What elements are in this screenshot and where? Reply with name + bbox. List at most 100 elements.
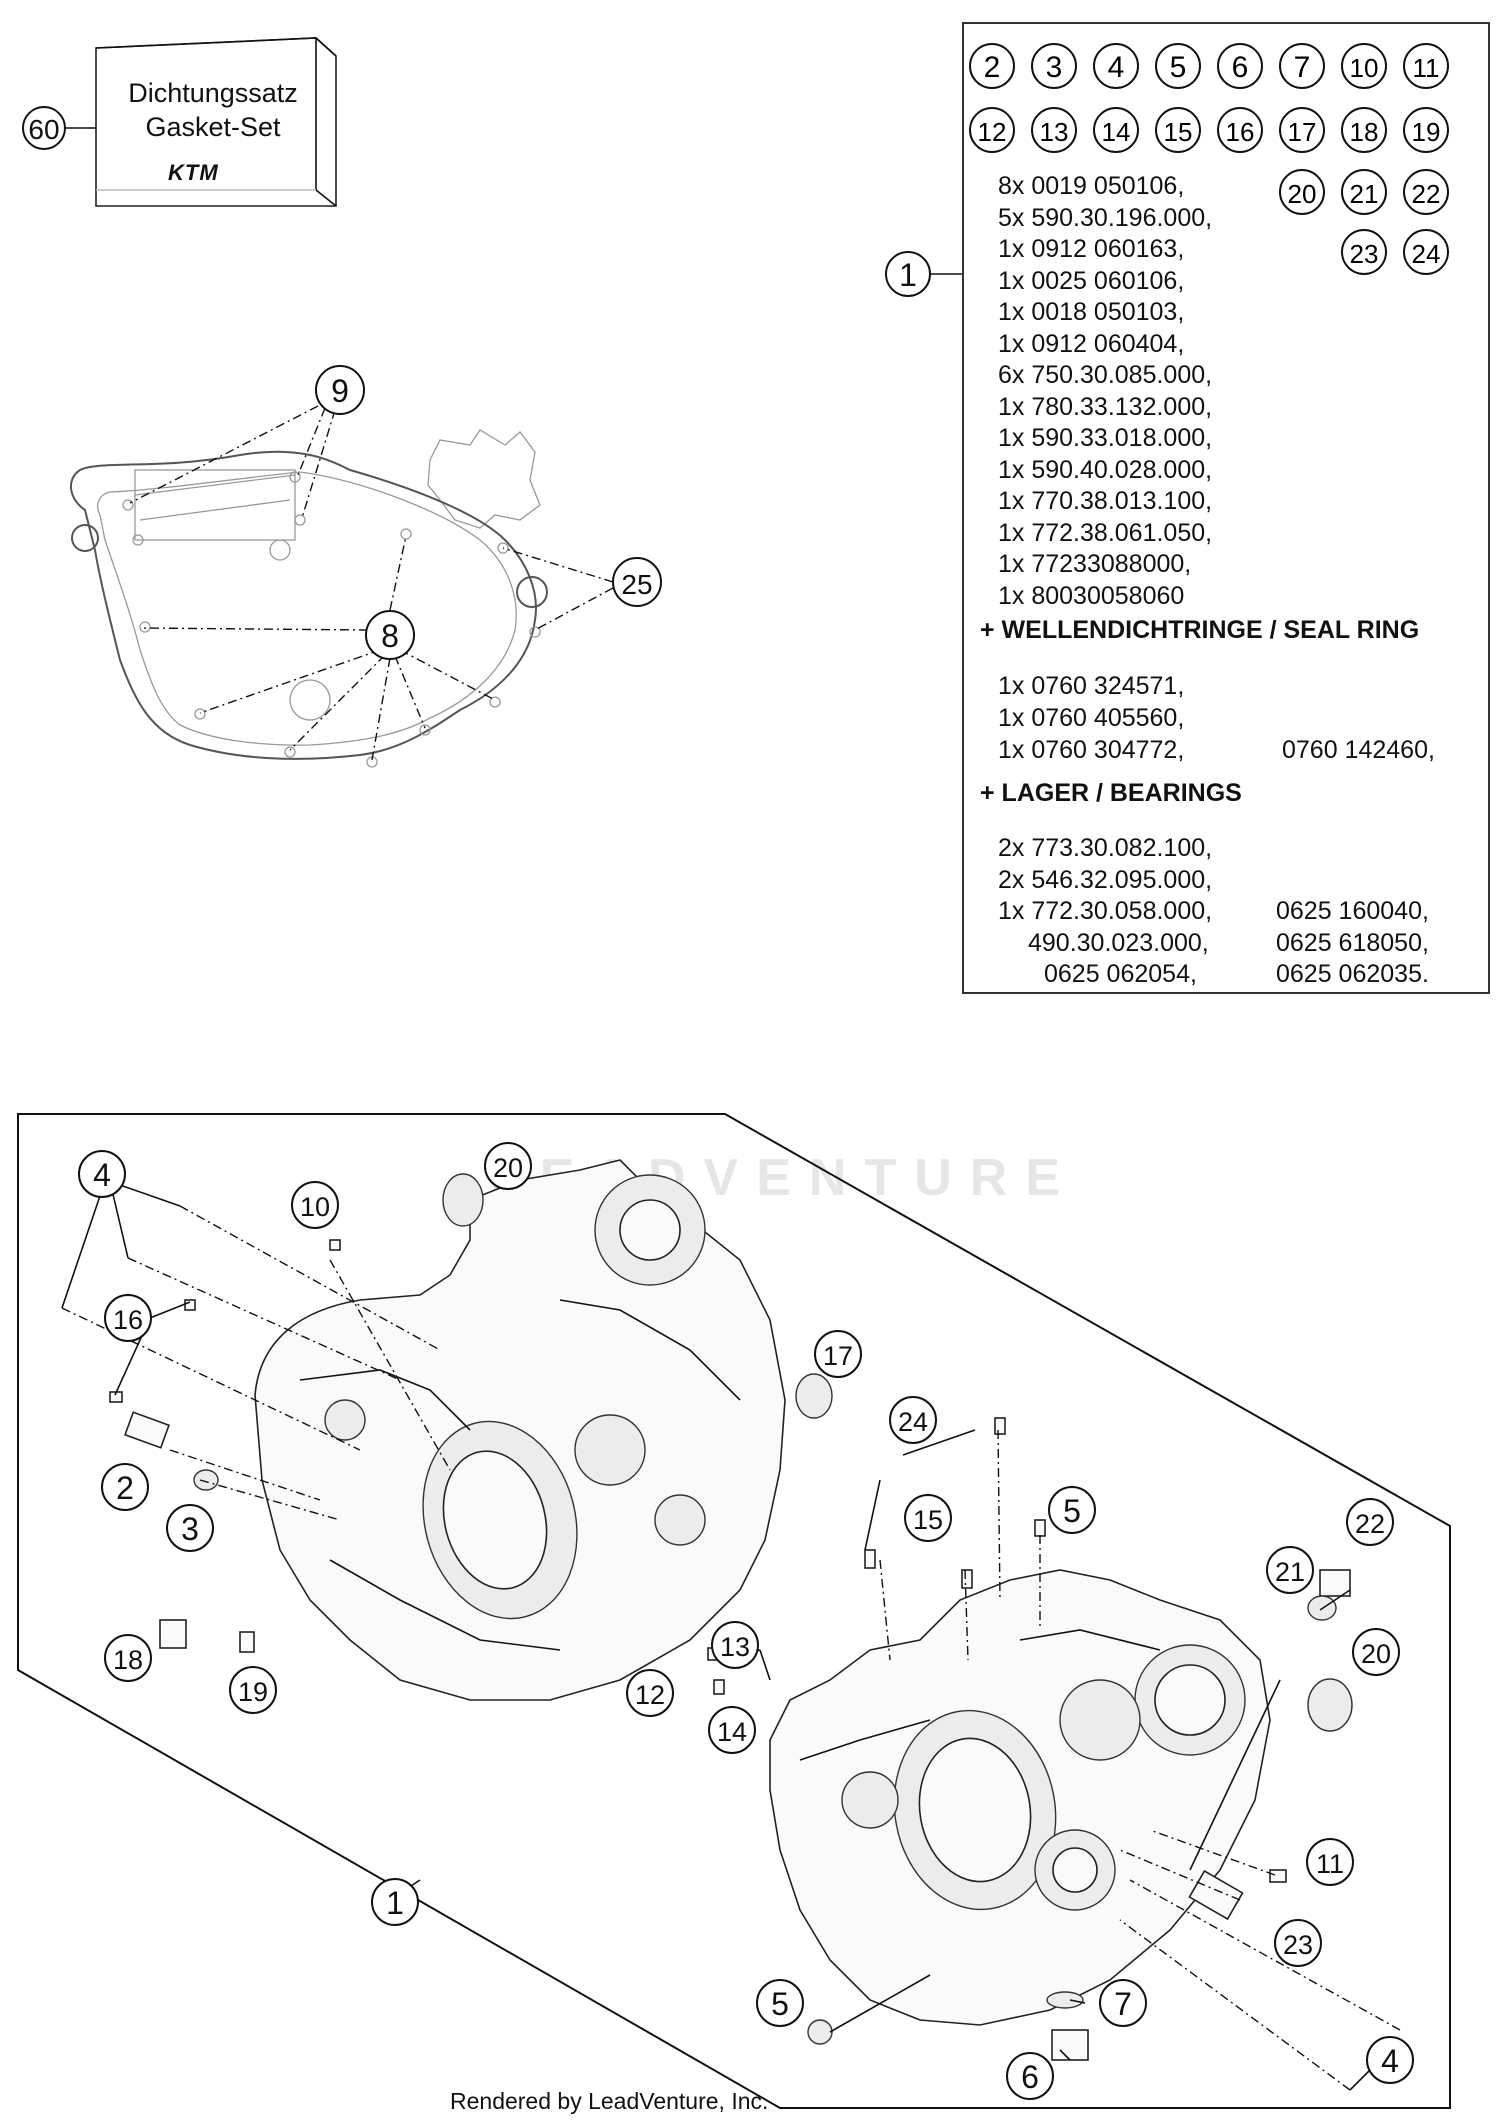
ref-number-19: 19 — [1403, 107, 1449, 153]
svg-text:24: 24 — [898, 1407, 928, 1437]
callout-19: 19 — [229, 1666, 277, 1714]
ref-number-14: 14 — [1093, 107, 1139, 153]
svg-text:18: 18 — [113, 1645, 143, 1675]
left-crankcase-half — [254, 1159, 786, 1701]
callout-2: 2 — [101, 1463, 149, 1511]
bearing-item-3: 490.30.023.000, — [1028, 928, 1209, 957]
callout-5-top: 5 — [1048, 1486, 1096, 1534]
callout-5-bottom: 5 — [756, 1979, 804, 2027]
svg-text:5: 5 — [771, 1986, 789, 2022]
svg-text:17: 17 — [1288, 117, 1317, 147]
svg-text:10: 10 — [300, 1192, 330, 1222]
bearing-extra-item-1: 0625 618050, — [1276, 928, 1429, 957]
svg-text:19: 19 — [238, 1677, 268, 1707]
svg-text:3: 3 — [181, 1511, 199, 1547]
parts-item-13: 1x 80030058060 — [998, 581, 1185, 610]
ref-number-15: 15 — [1155, 107, 1201, 153]
bearing-item-4: 0625 062054, — [1044, 960, 1197, 988]
ref-number-4: 4 — [1093, 43, 1139, 89]
svg-text:20: 20 — [1361, 1639, 1391, 1669]
parts-item-8: 1x 590.33.018.000, — [998, 424, 1213, 452]
ref-number-23: 23 — [1341, 229, 1387, 275]
svg-text:22: 22 — [1412, 179, 1441, 209]
bearing-extra-item-2: 0625 062035. — [1276, 960, 1429, 988]
ref-number-21: 21 — [1341, 169, 1387, 215]
svg-text:1: 1 — [386, 1885, 404, 1921]
callout-3: 3 — [166, 1504, 214, 1552]
svg-text:13: 13 — [1040, 117, 1069, 147]
callout-20-top: 20 — [484, 1142, 532, 1190]
svg-text:1: 1 — [899, 257, 917, 293]
parts-item-6: 6x 750.30.085.000, — [998, 361, 1213, 389]
svg-text:16: 16 — [113, 1305, 143, 1335]
svg-text:4: 4 — [93, 1157, 111, 1193]
svg-text:23: 23 — [1350, 239, 1379, 269]
svg-text:6: 6 — [1232, 51, 1249, 84]
svg-text:5: 5 — [1170, 51, 1187, 84]
svg-text:60: 60 — [28, 114, 59, 145]
ref-number-6: 6 — [1217, 43, 1263, 89]
ref-number-16: 16 — [1217, 107, 1263, 153]
svg-text:7: 7 — [1294, 51, 1311, 84]
seal-ring-heading: + WELLENDICHTRINGE / SEAL RING — [980, 616, 1420, 644]
right-crankcase-half — [769, 1569, 1271, 2026]
parts-item-9: 1x 590.40.028.000, — [998, 455, 1213, 484]
svg-text:20: 20 — [493, 1153, 523, 1183]
svg-text:7: 7 — [1114, 1986, 1132, 2022]
svg-text:13: 13 — [720, 1632, 750, 1662]
svg-text:9: 9 — [331, 373, 349, 409]
callout-20-right: 20 — [1352, 1628, 1400, 1676]
callout-21: 21 — [1266, 1546, 1314, 1594]
ref-number-3: 3 — [1031, 43, 1077, 89]
callout-24: 24 — [889, 1396, 937, 1444]
callout-14: 14 — [708, 1706, 756, 1754]
seal-item-1: 1x 0760 405560, — [998, 704, 1185, 732]
svg-text:24: 24 — [1412, 239, 1441, 269]
svg-text:6: 6 — [1021, 2059, 1039, 2095]
parts-item-10: 1x 770.38.013.100, — [998, 487, 1213, 515]
ref-number-12: 12 — [969, 107, 1015, 153]
svg-text:12: 12 — [635, 1680, 665, 1710]
svg-text:3: 3 — [1046, 51, 1063, 84]
callout-8: 8 — [365, 610, 415, 660]
svg-text:23: 23 — [1283, 1930, 1313, 1960]
callout-18: 18 — [104, 1634, 152, 1682]
callout-15: 15 — [904, 1494, 952, 1542]
callout-25: 25 — [612, 557, 662, 607]
bearings-heading: + LAGER / BEARINGS — [980, 779, 1242, 807]
parts-item-11: 1x 772.38.061.050, — [998, 518, 1213, 547]
rendered-by-footer: Rendered by LeadVenture, Inc. — [450, 2088, 769, 2114]
bearing-item-0: 2x 773.30.082.100, — [998, 834, 1213, 862]
svg-text:21: 21 — [1350, 179, 1379, 209]
ref-number-7: 7 — [1279, 43, 1325, 89]
gasket-set-label-en: Gasket-Set — [145, 112, 281, 142]
parts-item-2: 1x 0912 060163, — [998, 235, 1185, 263]
seal-item-0: 1x 0760 324571, — [998, 672, 1185, 700]
callout-4-top: 4 — [78, 1150, 126, 1198]
callout-60: 60 — [22, 106, 96, 150]
callout-9: 9 — [315, 365, 365, 415]
ref-number-17: 17 — [1279, 107, 1325, 153]
svg-text:2: 2 — [116, 1470, 134, 1506]
ref-number-10: 10 — [1341, 43, 1387, 89]
svg-text:4: 4 — [1108, 51, 1125, 84]
svg-text:11: 11 — [1413, 53, 1440, 83]
callout-12: 12 — [626, 1669, 674, 1717]
parts-item-3: 1x 0025 060106, — [998, 266, 1185, 295]
callout-13: 13 — [711, 1621, 759, 1669]
callout-7: 7 — [1099, 1979, 1147, 2027]
callout-6: 6 — [1006, 2052, 1054, 2100]
seal-extra-item: 0760 142460, — [1282, 736, 1435, 764]
parts-item-5: 1x 0912 060404, — [998, 329, 1185, 358]
seal-item-2: 1x 0760 304772, — [998, 736, 1185, 764]
callout-4-bottom: 4 — [1366, 2036, 1414, 2084]
svg-text:8: 8 — [381, 618, 399, 654]
gasket-set-label-de: Dichtungssatz — [128, 78, 298, 108]
ref-number-18: 18 — [1341, 107, 1387, 153]
ref-number-5: 5 — [1155, 43, 1201, 89]
parts-item-0: 8x 0019 050106, — [998, 172, 1185, 200]
parts-item-12: 1x 77233088000, — [998, 550, 1192, 578]
svg-text:18: 18 — [1350, 117, 1379, 147]
